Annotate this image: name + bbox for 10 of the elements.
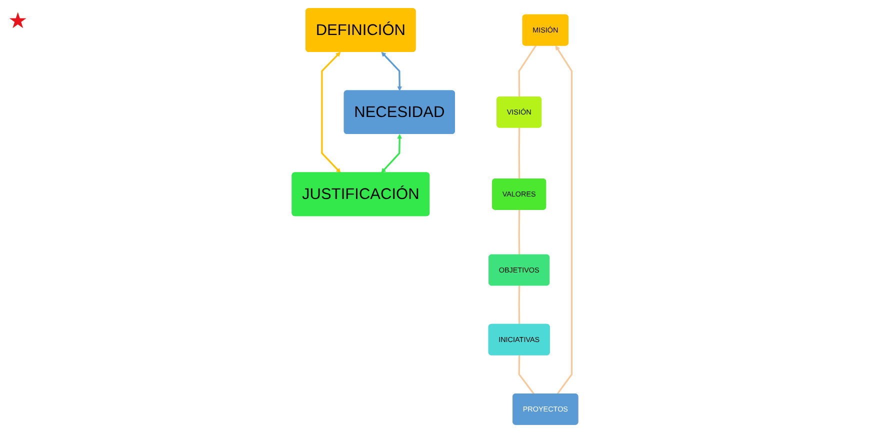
connector <box>518 128 520 180</box>
arrow <box>380 134 402 174</box>
connector <box>518 210 520 255</box>
connector <box>518 286 520 324</box>
connector <box>518 355 534 395</box>
arrow <box>380 52 402 91</box>
star-mark: ★ <box>8 8 28 33</box>
arrow <box>320 52 340 174</box>
arrow <box>554 46 572 395</box>
connector <box>518 45 536 98</box>
